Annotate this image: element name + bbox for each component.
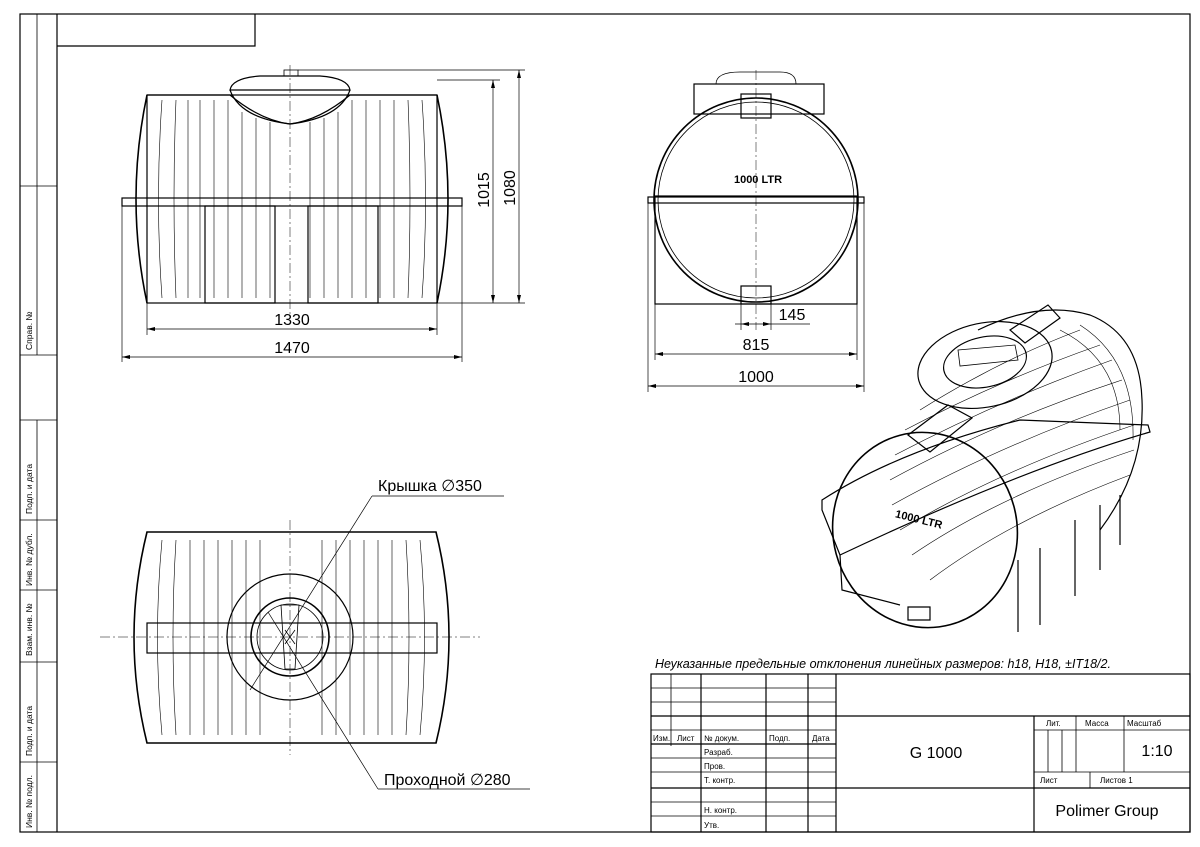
side-label-podp-2: Подп. и дата (24, 706, 34, 756)
role-n-kontr: Н. контр. (704, 806, 737, 815)
dim-end-1000: 1000 (738, 369, 774, 386)
sheets-label: Листов 1 (1100, 776, 1133, 785)
dim-side-1330: 1330 (274, 312, 310, 329)
dim-side-1470: 1470 (274, 340, 310, 357)
callout-hatch: Проходной ∅280 (384, 772, 511, 789)
role-t-kontr: Т. контр. (704, 776, 735, 785)
lit-label: Лит. (1046, 719, 1061, 728)
side-label-vzam-inv: Взам. инв. № (24, 603, 34, 656)
designation: G 1000 (910, 745, 963, 762)
sheet-label: Лист (1040, 776, 1058, 785)
company-name: Polimer Group (1055, 803, 1158, 820)
side-view-dimensions: 1330 1470 1015 1080 (121, 69, 525, 362)
callout-lid: Крышка ∅350 (378, 478, 482, 495)
role-utv: Утв. (704, 821, 719, 830)
role-razrab: Разраб. (704, 748, 733, 757)
dim-end-145: 145 (779, 307, 806, 324)
role-prov: Пров. (704, 762, 725, 771)
end-view-tank-label: 1000 LTR (734, 174, 782, 186)
side-label-sprav: Справ. № (24, 311, 34, 350)
col-list: Лист (677, 734, 695, 743)
end-view: 1000 LTR (647, 70, 865, 330)
top-view-callouts: Крышка ∅350 Проходной ∅280 (249, 478, 530, 790)
dim-side-1015: 1015 (476, 172, 493, 208)
sheet-frame (19, 13, 1191, 833)
scale-label: Масштаб (1127, 719, 1162, 728)
title-block-text: Изм. Лист № докум. Подп. Дата Разраб. Пр… (653, 719, 1162, 830)
mass-label: Масса (1085, 719, 1109, 728)
end-view-dimensions: 145 815 1000 (647, 203, 865, 392)
tolerance-note: Неуказанные предельные отклонения линейн… (655, 657, 1111, 671)
col-dokum: № докум. (704, 734, 739, 743)
side-label-podp-1: Подп. и дата (24, 464, 34, 514)
isometric-view: 1000 LTR (821, 304, 1151, 632)
dim-side-1080: 1080 (502, 170, 519, 206)
side-label-inv-podl: Инв. № подл. (24, 775, 34, 828)
title-block (650, 673, 1191, 833)
sheet-side-labels: Справ. № Подп. и дата Инв. № дубл. Взам.… (24, 311, 34, 828)
dim-end-815: 815 (743, 337, 770, 354)
col-izm: Изм. (653, 734, 670, 743)
side-label-inv-dubl: Инв. № дубл. (24, 533, 34, 586)
top-view (100, 520, 480, 755)
col-data: Дата (812, 734, 830, 743)
col-podp: Подп. (769, 734, 790, 743)
side-view (121, 65, 463, 315)
scale-value: 1:10 (1141, 743, 1172, 760)
